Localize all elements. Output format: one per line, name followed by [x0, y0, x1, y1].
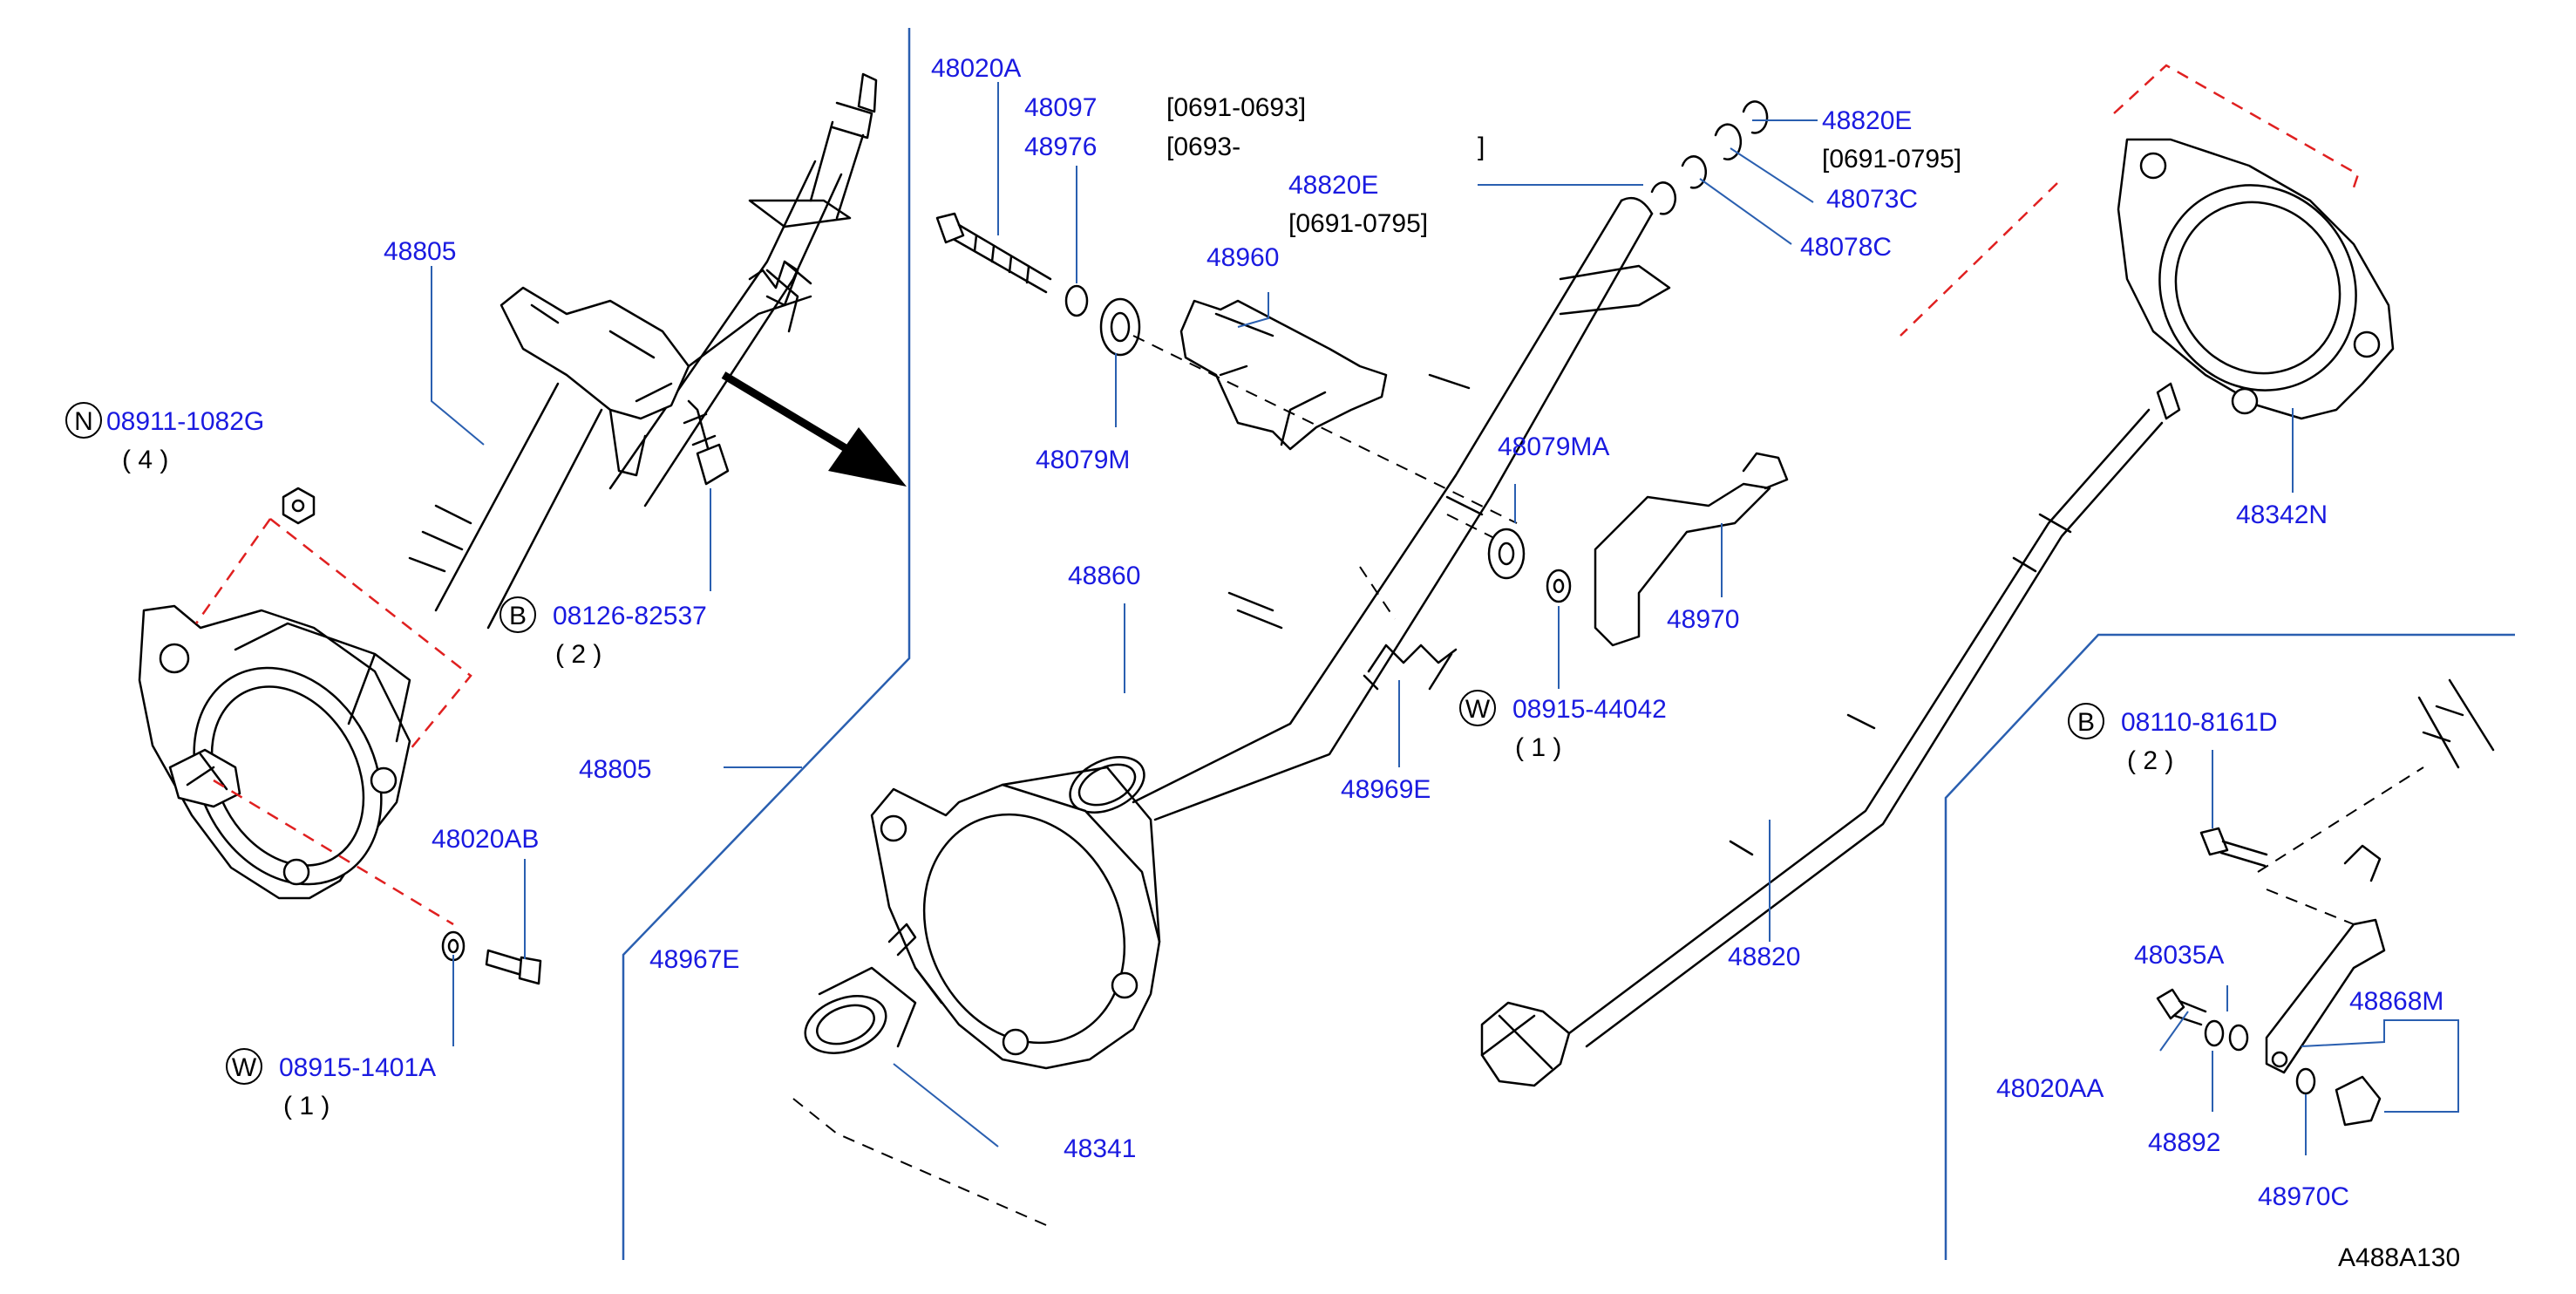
washer-08915-44042 [1546, 569, 1572, 603]
callout-w-1: W [226, 1048, 262, 1085]
bushing-48079MA [1487, 528, 1526, 580]
label-08126-82537: 08126-82537 [553, 602, 707, 630]
label-48035A: 48035A [2134, 941, 2224, 970]
bracket-48970 [1594, 452, 1789, 647]
callout-w-2: W [1459, 690, 1496, 726]
label-48020A: 48020A [931, 54, 1021, 83]
label-08911-1082G: 08911-1082G [106, 407, 264, 436]
label-48860: 48860 [1068, 562, 1140, 590]
panel-dividers [622, 28, 2515, 1260]
callout-b-1-letter: B [509, 602, 527, 630]
label-48079MA: 48079MA [1498, 432, 1609, 461]
label-qty-2b: ( 2 ) [2127, 746, 2173, 775]
label-48073C: 48073C [1826, 185, 1918, 214]
label-date-0691-0795-a: [0691-0795] [1288, 209, 1428, 238]
callout-w-1-letter: W [232, 1053, 257, 1082]
intermediate-shaft-48820 [1480, 382, 2181, 1087]
label-date-0691-0795-b: [0691-0795] [1822, 145, 1961, 174]
label-48341: 48341 [1064, 1134, 1136, 1163]
label-48342N: 48342N [2236, 501, 2328, 529]
label-48805-top: 48805 [384, 237, 456, 266]
assembly-guide-lines-right [1900, 64, 2360, 337]
assembly-guide-lines-left [194, 518, 472, 926]
label-08915-1401A: 08915-1401A [279, 1053, 436, 1082]
cover-48342N [2117, 138, 2395, 420]
label-08110-8161D: 08110-8161D [2121, 708, 2278, 737]
label-48820E-a: 48820E [1288, 171, 1378, 200]
label-48020AB: 48020AB [432, 825, 539, 854]
label-date-close: ] [1478, 133, 1485, 161]
label-48960: 48960 [1206, 243, 1279, 272]
label-qty-1a: ( 1 ) [283, 1092, 330, 1120]
spring-48969E [1363, 644, 1458, 691]
label-48820E-b: 48820E [1822, 106, 1912, 135]
label-48976: 48976 [1024, 133, 1097, 161]
label-48892: 48892 [2148, 1128, 2220, 1157]
label-48079M: 48079M [1036, 446, 1130, 474]
exploded-column-illustration [804, 196, 1671, 1070]
leader-lines [431, 82, 2459, 1155]
column-assembly-illustration [138, 72, 878, 900]
label-48078C: 48078C [1800, 233, 1892, 262]
label-48805-mid: 48805 [579, 755, 651, 784]
label-48020AA: 48020AA [1996, 1074, 2104, 1103]
label-48970C: 48970C [2258, 1182, 2349, 1211]
bolt-48020AB [485, 949, 542, 985]
label-date-0691-0693: [0691-0693] [1166, 93, 1306, 122]
nut-08911-1082G [282, 487, 316, 525]
label-qty-4: ( 4 ) [122, 446, 168, 474]
label-08915-44042: 08915-44042 [1512, 695, 1667, 724]
label-48967E: 48967E [649, 945, 739, 974]
diagram-reference-code: A488A130 [2338, 1243, 2460, 1272]
label-48969E: 48969E [1341, 775, 1431, 804]
part-labels: 48805 08911-1082G ( 4 ) 08126-82537 ( 2 … [106, 54, 2460, 1272]
label-date-0693-open: [0693- [1166, 133, 1240, 161]
callout-b-2: B [2068, 703, 2104, 739]
label-48097: 48097 [1024, 93, 1097, 122]
callout-w-2-letter: W [1465, 695, 1491, 724]
bolt-08126-82537 [683, 399, 730, 486]
label-48868M: 48868M [2349, 987, 2443, 1016]
label-48970: 48970 [1667, 605, 1739, 634]
label-qty-2a: ( 2 ) [555, 640, 602, 669]
callout-b-1: B [500, 596, 536, 633]
callout-b-2-letter: B [2077, 708, 2095, 737]
label-qty-1b: ( 1 ) [1515, 733, 1561, 762]
inset-detail-illustration [2156, 678, 2495, 1127]
label-48820: 48820 [1728, 943, 1800, 971]
snap-rings [1650, 100, 1769, 215]
assembly-guide-lines-middle [792, 335, 1518, 1226]
direction-arrow [721, 371, 907, 487]
callout-n-letter: N [74, 407, 93, 436]
callout-n: N [65, 402, 102, 439]
